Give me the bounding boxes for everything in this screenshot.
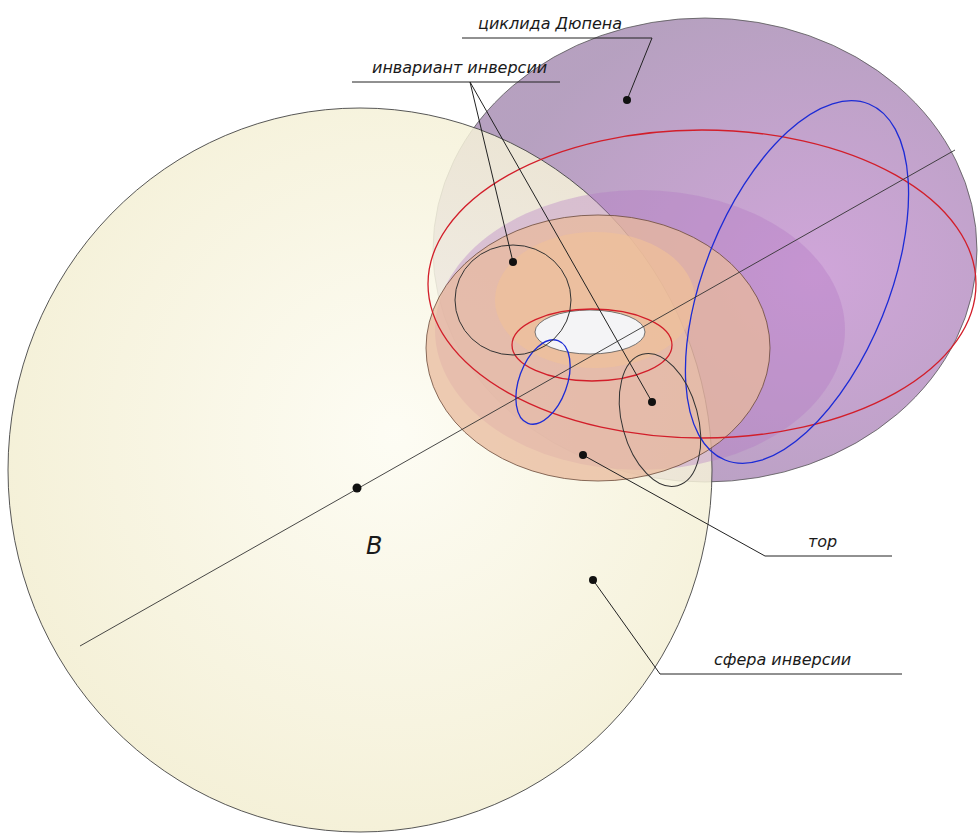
callout-label: тор: [808, 532, 837, 551]
point: [353, 484, 362, 493]
callout-label: циклида Дюпена: [478, 14, 622, 33]
leader-lines: [352, 38, 902, 674]
callout-label: сфера инверсии: [714, 650, 851, 669]
leader-dot: [509, 258, 517, 266]
leader-line: [352, 82, 560, 83]
invariant-circle: [455, 245, 571, 355]
red-circle: [512, 309, 672, 381]
leader-dots: [509, 96, 656, 584]
leader-line: [583, 455, 892, 556]
leader-dot: [579, 451, 587, 459]
invariant-circle: [606, 344, 715, 495]
torus-top: [495, 232, 695, 368]
axis-line: [80, 150, 955, 646]
leader-line: [593, 580, 902, 674]
torus: [426, 215, 770, 481]
point-label: B: [366, 532, 382, 561]
leader-dot: [623, 96, 631, 104]
leader-dot: [648, 398, 656, 406]
leader-line: [470, 82, 513, 262]
callout-label: инвариант инверсии: [372, 58, 547, 77]
blue-circle: [640, 70, 954, 495]
leader-line: [470, 82, 652, 402]
torus-hole: [535, 310, 645, 354]
leader-dot: [589, 576, 597, 584]
